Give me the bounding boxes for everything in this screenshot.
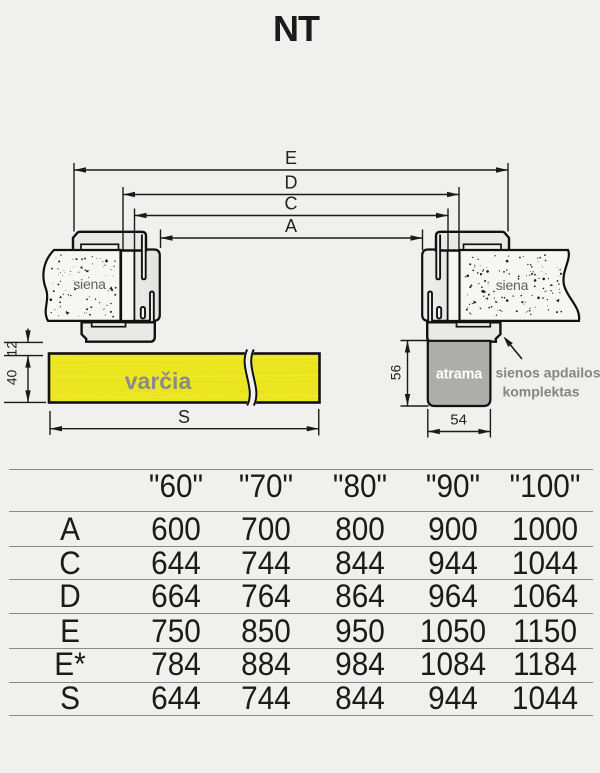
svg-text:varčia: varčia	[125, 368, 192, 394]
svg-text:atrama: atrama	[436, 367, 483, 383]
svg-text:12: 12	[4, 341, 20, 357]
svg-text:sienos apdailos: sienos apdailos	[495, 365, 600, 381]
svg-text:siena: siena	[73, 276, 106, 292]
svg-text:E: E	[285, 148, 297, 168]
svg-text:56: 56	[388, 365, 404, 381]
svg-text:S: S	[178, 407, 190, 427]
svg-text:D: D	[285, 173, 298, 193]
svg-text:siena: siena	[496, 277, 529, 293]
svg-text:54: 54	[450, 412, 467, 429]
svg-text:40: 40	[4, 370, 20, 386]
svg-text:A: A	[285, 216, 297, 236]
svg-text:C: C	[285, 194, 298, 214]
svg-text:komplektas: komplektas	[502, 384, 579, 400]
